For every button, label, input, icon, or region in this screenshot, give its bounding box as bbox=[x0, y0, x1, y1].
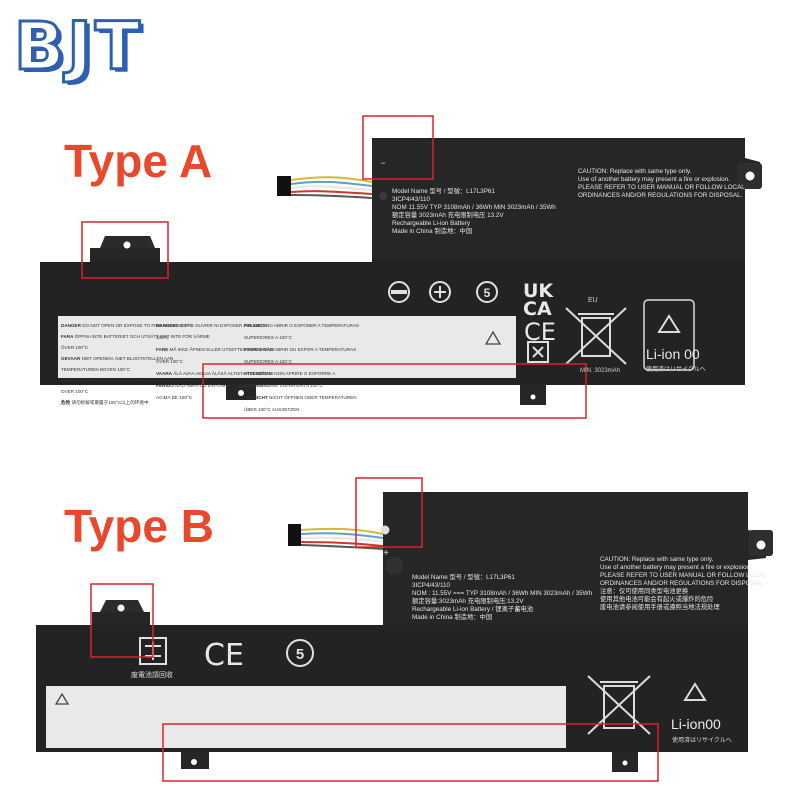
warning-row: GEVAAR NIET OPENEN, NIET BLOOTSTELLEN AA… bbox=[61, 356, 174, 372]
type-b-info-line: 3ICP4/43/110 bbox=[412, 582, 451, 589]
type-a-ce-mark: CE bbox=[524, 318, 556, 346]
type-a-warning-col-3: PELIGRO NO ABRIR O EXPONER A TEMPERATURA… bbox=[244, 320, 364, 416]
type-b-caution-line: 使用其他电池可能会有起火或爆炸的危险 bbox=[600, 596, 714, 603]
warning-row: PERIGO NÃO ABRA OU EXPONHA A AQUECIMENTO… bbox=[156, 383, 270, 400]
warning-row: VORSICHT NICHT ÖFFNEN ODER TEMPERATUREN … bbox=[244, 395, 357, 412]
type-a-caution-line: Use of another battery may present a fir… bbox=[578, 176, 730, 183]
battery-type-a: − 5 bbox=[40, 115, 762, 419]
warning-row: VAARA ÄLÄ AVAA AKKUA ÄLÄKÄ ALTISTA YLI 1… bbox=[156, 371, 268, 376]
warning-row: PELIGRO NO ABRIR O EXPONER A TEMPERATURA… bbox=[244, 323, 359, 340]
type-b-label: Type B bbox=[64, 500, 214, 552]
type-b-caution-line: 废电池请参阅使用手册或遵照当地法规处理 bbox=[600, 604, 720, 611]
type-a-min-capacity: MIN. 3023mAh bbox=[580, 368, 621, 374]
type-a-warning-col-2: DANGER NE PAS OUVRIR NI EXPOSER À PLUS D… bbox=[156, 320, 276, 404]
type-a-caution-line: PLEASE REFER TO USER MANUAL OR FOLLOW LO… bbox=[578, 184, 745, 191]
type-a-info-line: Model Name 型号 / 型號：L17L3P61 bbox=[392, 188, 495, 195]
type-b-ce-mark: CE bbox=[204, 638, 244, 673]
type-a-caution-line: CAUTION: Replace with same type only. bbox=[578, 168, 692, 175]
type-a-info-block: Model Name 型号 / 型號：L17L3P61 3ICP4/43/110… bbox=[392, 188, 556, 236]
type-b-liion-label: Li-ion00 bbox=[671, 716, 721, 732]
type-a-label: Type A bbox=[64, 135, 213, 187]
ukca-line-2: CA bbox=[523, 298, 552, 321]
type-a-info-line: Made in China 制造地：中国 bbox=[392, 228, 473, 235]
warning-row: PERIGO NÃO ABRIR OU EXPOR A TEMPERATURAS… bbox=[244, 347, 357, 364]
ukca-line-1: UK bbox=[523, 280, 554, 302]
svg-text:5: 5 bbox=[296, 646, 304, 663]
type-a-info-line: 3ICP4/43/110 bbox=[392, 196, 431, 203]
warning-row: DANGER DO NOT OPEN OR EXPOSE TO FIRE ABO… bbox=[61, 323, 193, 328]
type-b-recycle-cn-text: 废電池請回收 bbox=[131, 672, 173, 679]
type-b-caution-block: CAUTION: Replace with same type only. Us… bbox=[600, 556, 767, 612]
type-b-info-line: Model Name 型号 / 型號：L17L3P61 bbox=[412, 574, 515, 581]
ukca-mark: UK CA bbox=[523, 280, 554, 321]
warning-row: DANGER NE PAS OUVRIR NI EXPOSER À PLUS D… bbox=[156, 323, 268, 340]
type-a-info-line: NOM 11.55V TYP 3108mAh / 36Wh MIN 3023mA… bbox=[392, 204, 556, 211]
warning-row: 危险 请勿拆解或暴露于100°C以上的环境中 bbox=[61, 400, 149, 405]
type-b-caution-line: ORDINANCES AND/OR REGULATIONS FOR DISPOS… bbox=[600, 580, 765, 587]
type-b-caution-line: 注意：仅可使用同类型电池更换 bbox=[600, 588, 689, 595]
type-b-info-line: NOM : 11.55V === TYP 3108mAh / 36Wh MIN … bbox=[412, 590, 593, 597]
type-b-caution-line: CAUTION: Replace with same type only. bbox=[600, 556, 714, 563]
warning-row: FARA ÖPPNA INTE BATTERIET OCH UTSÄTT DET… bbox=[61, 334, 210, 350]
type-b-caution-line: Use of another battery may present a fir… bbox=[600, 564, 752, 571]
type-b-caution-line: PLEASE REFER TO USER MANUAL OR FOLLOW LO… bbox=[600, 572, 767, 579]
svg-text:+: + bbox=[383, 548, 389, 559]
type-a-caution-block: CAUTION: Replace with same type only. Us… bbox=[578, 168, 745, 200]
type-a-liion-label: Li-ion 00 bbox=[646, 346, 700, 362]
type-b-info-line: Made in China 制造地：中国 bbox=[412, 614, 493, 621]
type-b-jp-recycle-text: 使用済はリサイクルへ bbox=[672, 738, 732, 744]
svg-text:5: 5 bbox=[484, 286, 491, 300]
warning-row: FARE MÅ IKKE ÅPNES ELLER UTSETTES FOR VA… bbox=[156, 347, 275, 364]
bjt-logo: BJT bbox=[13, 8, 143, 85]
warning-row: ATTENZIONE NON APRIRE O ESPORRE A TEMPER… bbox=[244, 371, 336, 388]
warning-row: FARLIG MÅ IKKE ÅBNES ELLER UDSÆTTES FOR … bbox=[61, 378, 208, 394]
type-a-caution-line: ORDINANCES AND/OR REGULATIONS FOR DISPOS… bbox=[578, 192, 743, 199]
type-a-info-line: 额定容量 3023mAh 充电限制电压 13.2V bbox=[392, 212, 504, 219]
eu-mark: EU bbox=[588, 297, 598, 304]
type-b-info-line: 额定容量:3023mAh 充电限制电压:13.2V bbox=[412, 598, 524, 605]
svg-text:−: − bbox=[380, 158, 385, 168]
type-b-info-block: Model Name 型号 / 型號：L17L3P61 3ICP4/43/110… bbox=[412, 574, 592, 622]
type-b-info-line: Rechargeable Li-ion Battery / 锂离子蓄电池 bbox=[412, 606, 534, 613]
type-a-jp-recycle-text: 使用済はリサイクルへ bbox=[646, 367, 706, 373]
battery-type-b: + 5 bbox=[36, 477, 773, 782]
type-a-warning-col-1: DANGER DO NOT OPEN OR EXPOSE TO FIRE ABO… bbox=[61, 320, 211, 408]
type-a-info-line: Rechargeable Li-ion Battery bbox=[392, 220, 471, 227]
